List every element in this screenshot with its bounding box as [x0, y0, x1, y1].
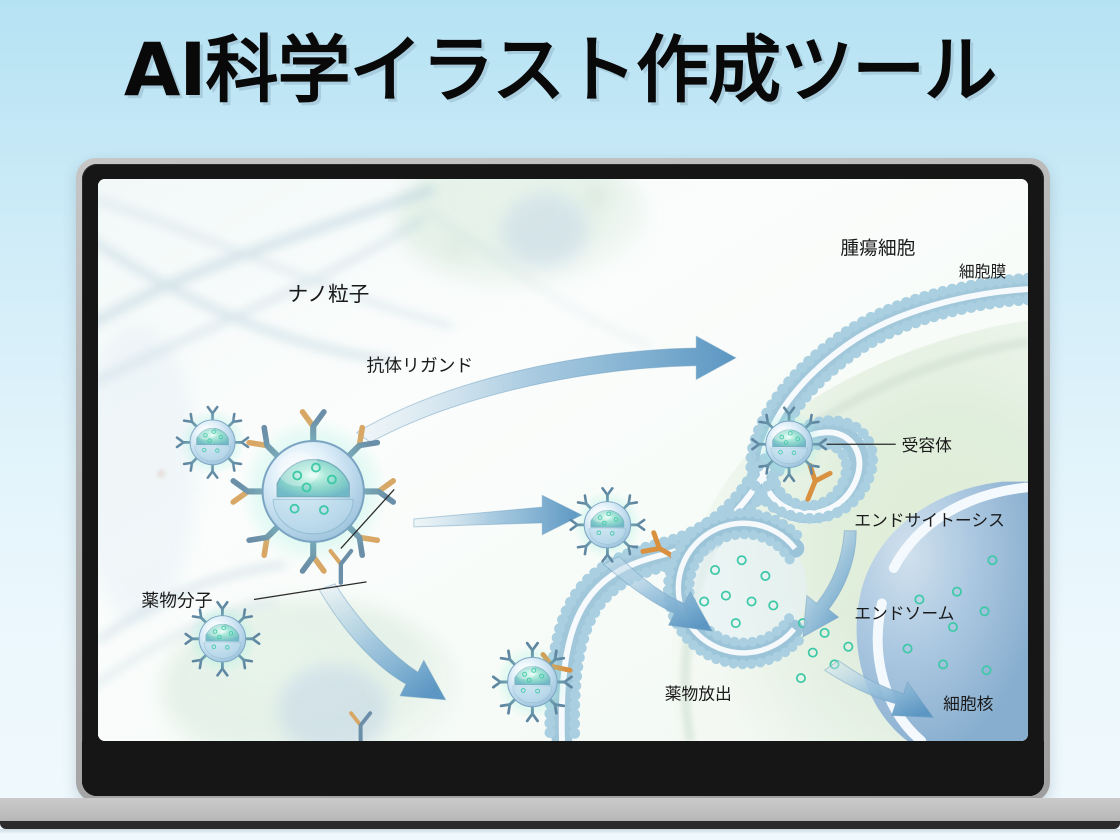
leader-drug-molecule: [253, 581, 367, 601]
page-title: AI科学イラスト作成ツール: [123, 28, 997, 113]
arrow-to-endosome: [602, 555, 713, 632]
laptop-base-shadow: [0, 829, 1120, 834]
label-receptor: 受容体: [902, 435, 953, 455]
laptop-base: [0, 798, 1120, 821]
label-nanoparticle: ナノ粒子: [288, 282, 370, 306]
label-endocytosis: エンドサイトーシス: [854, 510, 1005, 530]
arrow-to-nucleus: [823, 659, 935, 718]
background-fibres: [98, 184, 652, 686]
label-cell-membrane: 細胞膜: [959, 262, 1007, 281]
leader-lines: [253, 443, 896, 601]
arrow-to-membrane-top: [355, 335, 737, 443]
leader-antibody-ligand: [340, 489, 395, 549]
label-cell-nucleus: 細胞核: [943, 694, 994, 714]
laptop-screen[interactable]: ナノ粒子 抗体リガンド 薬物分子 腫瘍細胞 細胞膜 受容体 エンドサイトーシス …: [98, 179, 1028, 741]
label-drug-molecule: 薬物分子: [141, 590, 212, 611]
arrow-endocytosis: [802, 530, 857, 638]
laptop-device: ナノ粒子 抗体リガンド 薬物分子 腫瘍細胞 細胞膜 受容体 エンドサイトーシス …: [76, 158, 1050, 802]
free-antibody-upper: [328, 548, 354, 585]
laptop-bezel: ナノ粒子 抗体リガンド 薬物分子 腫瘍細胞 細胞膜 受容体 エンドサイトーシス …: [82, 164, 1044, 796]
label-tumor-cell: 腫瘍細胞: [840, 239, 915, 260]
page-title-container: AI科学イラスト作成ツール: [0, 34, 1120, 107]
endosome-vesicle: [662, 508, 807, 670]
scientific-illustration: ナノ粒子 抗体リガンド 薬物分子 腫瘍細胞 細胞膜 受容体 エンドサイトーシス …: [98, 179, 1028, 741]
free-antibody-lower: [349, 711, 373, 741]
cell-membrane: [544, 272, 1028, 741]
arrow-center: [413, 494, 583, 536]
endosome-drug-molecules: [699, 555, 779, 629]
laptop-base-edge: [0, 821, 1120, 829]
cell-nucleus: [856, 481, 1028, 741]
label-drug-release: 薬物放出: [665, 684, 732, 704]
label-endosome: エンドソーム: [854, 603, 954, 623]
laptop-chin: [82, 741, 1044, 796]
arrow-to-bottom-particle: [318, 583, 447, 701]
released-drug-molecules: [795, 618, 854, 684]
label-antibody-ligand: 抗体リガンド: [367, 356, 474, 377]
